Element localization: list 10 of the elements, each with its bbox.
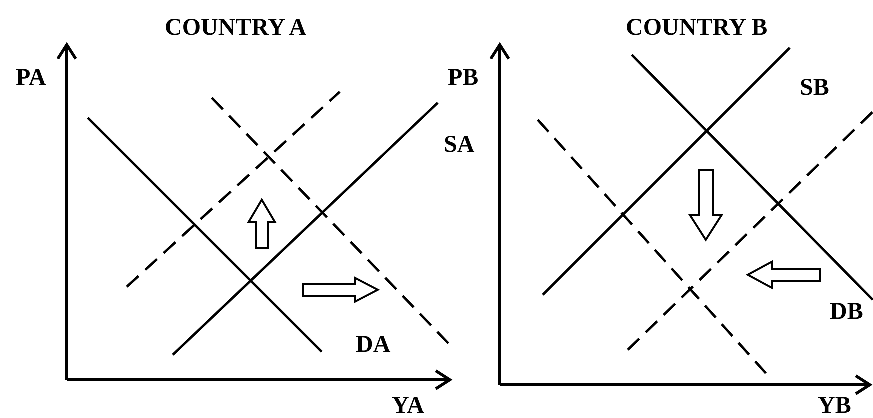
curve-label: SA (444, 133, 475, 157)
axis-label: YA (392, 394, 424, 418)
curve-label: SB (800, 76, 830, 100)
panel-title: COUNTRY A (165, 16, 307, 40)
axis-label: PB (448, 66, 479, 90)
curve-label: DA (356, 333, 391, 357)
panel-title: COUNTRY B (626, 16, 768, 40)
axis-label: PA (16, 66, 46, 90)
curve-label: DB (830, 300, 864, 324)
axis-label: YB (818, 394, 852, 418)
